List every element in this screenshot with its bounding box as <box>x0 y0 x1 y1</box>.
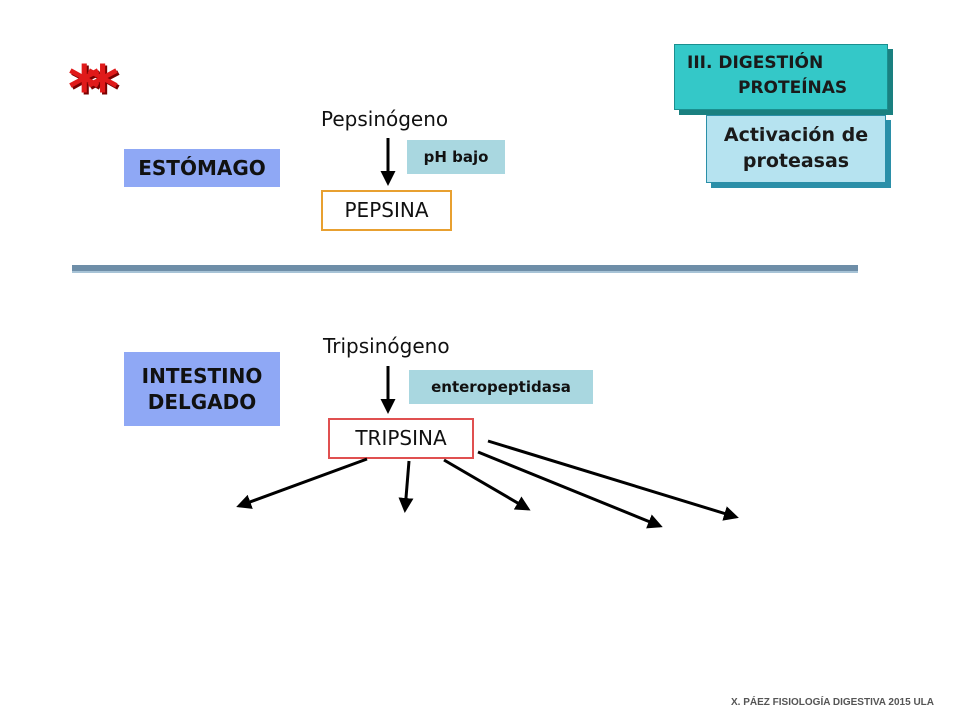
section-divider <box>72 265 858 271</box>
subtitle-line2: proteasas <box>742 150 850 172</box>
section-title-line1: III. DIGESTIÓN <box>687 53 824 73</box>
subtitle-box: Activación de proteasas <box>706 115 886 183</box>
arrow-trypsin-target-1 <box>236 457 368 509</box>
arrow-trypsin-target-5 <box>487 439 739 521</box>
section-title-box: III. DIGESTIÓN PROTEÍNAS <box>674 44 888 110</box>
arrow-trypsin-target-4 <box>477 450 663 529</box>
enzyme-pepsin: PEPSINA <box>321 190 452 231</box>
arrow-trypsin-target-2 <box>398 460 414 513</box>
condition-low-ph: pH bajo <box>407 140 505 174</box>
organ-stomach: ESTÓMAGO <box>124 149 280 187</box>
organ-intestine-line1: INTESTINO <box>141 364 263 388</box>
subtitle-line1: Activación de <box>723 124 869 146</box>
footer-credit: X. PÁEZ FISIOLOGÍA DIGESTIVA 2015 ULA <box>731 697 934 708</box>
organ-small-intestine: INTESTINO DELGADO <box>124 352 280 426</box>
precursor-trypsinogen: Tripsinógeno <box>323 334 450 358</box>
precursor-pepsinogen: Pepsinógeno <box>321 107 449 131</box>
condition-enteropeptidase: enteropeptidasa <box>409 370 593 404</box>
enzyme-trypsin: TRIPSINA <box>328 418 474 459</box>
section-title-line2: PROTEÍNAS <box>738 78 848 98</box>
organ-intestine-line2: DELGADO <box>147 390 257 414</box>
arrow-trypsin-target-3 <box>443 458 531 511</box>
